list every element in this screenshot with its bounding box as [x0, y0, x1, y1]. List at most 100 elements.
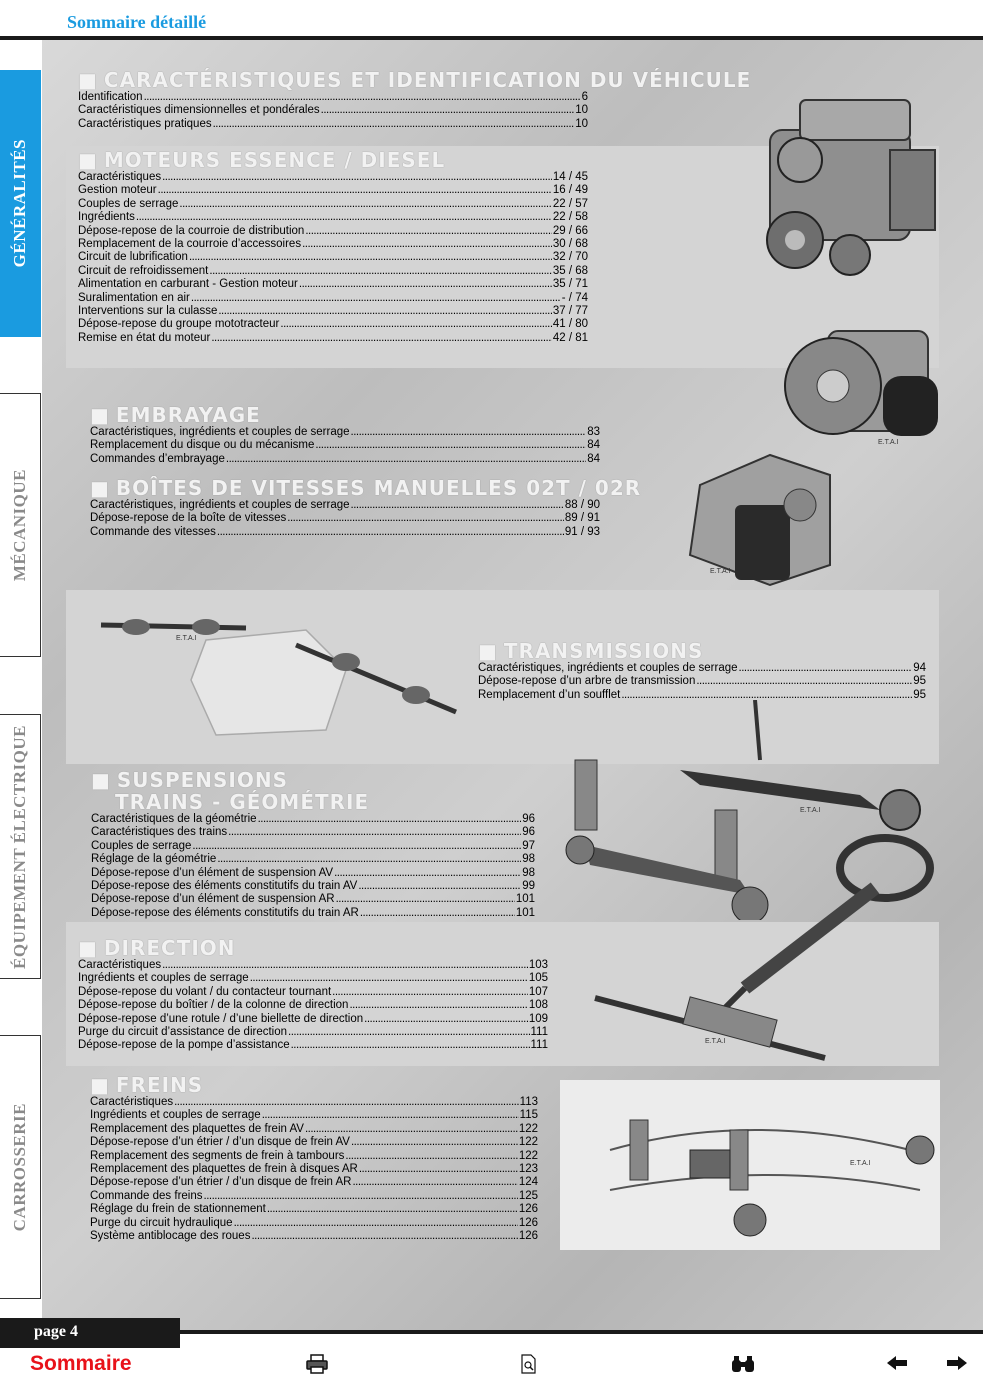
toc-item[interactable]: Caractéristiques103	[78, 959, 548, 972]
toc-list: Caractéristiques103 Ingrédients et coupl…	[78, 959, 548, 1053]
toc-item[interactable]: Dépose-repose d’un étrier / d’un disque …	[90, 1136, 538, 1149]
section-caracteristiques: ■CARACTÉRISTIQUES ET IDENTIFICATION DU V…	[78, 69, 750, 131]
page-number-box: page 4	[0, 1318, 180, 1348]
toc-item[interactable]: Dépose-repose d’un étrier / d’un disque …	[90, 1176, 538, 1189]
toc-item[interactable]: Caractéristiques113	[90, 1096, 538, 1109]
steering-illustration: E.T.A.I	[594, 834, 934, 1061]
toc-item[interactable]: Système antiblocage des roues126	[90, 1230, 538, 1243]
toc-item[interactable]: Dépose-repose d’un arbre de transmission…	[478, 675, 926, 688]
toc-item[interactable]: Réglage de la géométrie98	[91, 853, 535, 866]
toc-item[interactable]: Identification6	[78, 91, 588, 104]
toc-list: Caractéristiques14 / 45 Gestion moteur16…	[78, 171, 588, 345]
toc-item[interactable]: Dépose-repose du boîtier / de la colonne…	[78, 999, 548, 1012]
section-boites: ■BOÎTES DE VITESSES MANUELLES 02T / 02R …	[90, 477, 640, 539]
section-title: ■MOTEURS ESSENCE / DIESEL	[78, 148, 446, 172]
toc-item[interactable]: Commande des vitesses91 / 93	[90, 526, 600, 539]
toc-item[interactable]: Caractéristiques, ingrédients et couples…	[90, 426, 600, 439]
section-title: ■DIRECTION	[78, 936, 236, 960]
toc-item[interactable]: Caractéristiques pratiques10	[78, 118, 588, 131]
tab-carrosserie[interactable]: CARROSSERIE	[0, 1035, 41, 1299]
toc-item[interactable]: Circuit de lubrification32 / 70	[78, 251, 588, 264]
tab-mecanique[interactable]: MÉCANIQUE	[0, 393, 41, 657]
toc-item[interactable]: Réglage du frein de stationnement126	[90, 1203, 538, 1216]
arrow-right-icon[interactable]	[946, 1354, 968, 1372]
section-title: ■EMBRAYAGE	[90, 403, 261, 427]
toc-item[interactable]: Gestion moteur16 / 49	[78, 184, 588, 197]
section-title: ■TRANSMISSIONS	[478, 639, 704, 663]
toc-item[interactable]: Dépose-repose de la courroie de distribu…	[78, 225, 588, 238]
toc-item[interactable]: Caractéristiques, ingrédients et couples…	[90, 499, 600, 512]
etai-label: E.T.A.I	[800, 807, 821, 814]
section-embrayage: ■EMBRAYAGE Caractéristiques, ingrédients…	[90, 404, 600, 466]
tab-equipement-label: ÉQUIPEMENT ÉLECTRIQUE	[10, 724, 29, 969]
toc-item[interactable]: Dépose-repose de la pompe d’assistance11…	[78, 1039, 548, 1052]
toc-item[interactable]: Remplacement de la courroie d’accessoire…	[78, 238, 588, 251]
toc-list: Caractéristiques de la géométrie96 Carac…	[91, 813, 535, 920]
tab-equipement-electrique[interactable]: ÉQUIPEMENT ÉLECTRIQUE	[0, 714, 41, 979]
toc-item[interactable]: Purge du circuit d’assistance de directi…	[78, 1026, 548, 1039]
toc-item[interactable]: Remplacement d’un soufflet95	[478, 689, 926, 702]
toc-item[interactable]: Purge du circuit hydraulique126	[90, 1217, 538, 1230]
section-title: ■BOÎTES DE VITESSES MANUELLES 02T / 02R	[90, 476, 642, 500]
toc-item[interactable]: Remplacement du disque ou du mécanisme84	[90, 439, 600, 452]
toc-item[interactable]: Dépose-repose du volant / du contacteur …	[78, 986, 548, 999]
section-title: ■SUSPENSIONS	[91, 768, 289, 792]
section-suspensions: ■SUSPENSIONS TRAINS - GÉOMÉTRIE Caractér…	[91, 769, 535, 920]
toc-item[interactable]: Couples de serrage22 / 57	[78, 198, 588, 211]
bottom-divider	[0, 1330, 983, 1334]
toc-item[interactable]: Dépose-repose d’un élément de suspension…	[91, 893, 535, 906]
toc-item[interactable]: Remplacement des plaquettes de frein à d…	[90, 1163, 538, 1176]
toc-item[interactable]: Remise en état du moteur42 / 81	[78, 332, 588, 345]
tab-generalites[interactable]: GÉNÉRALITÉS	[0, 70, 41, 337]
section-subtitle: TRAINS - GÉOMÉTRIE	[115, 790, 370, 814]
toc-item[interactable]: Commande des freins125	[90, 1190, 538, 1203]
etai-label: E.T.A.I	[176, 635, 197, 642]
binoculars-icon[interactable]	[730, 1354, 756, 1374]
toc-item[interactable]: Dépose-repose du groupe mototracteur41 /…	[78, 318, 588, 331]
search-document-icon[interactable]	[520, 1354, 538, 1374]
suspension-illustration: E.T.A.I	[565, 700, 921, 920]
page-number: page 4	[34, 1323, 78, 1340]
clutch-illustration: E.T.A.I	[784, 330, 938, 446]
toc-item[interactable]: Caractéristiques14 / 45	[78, 171, 588, 184]
toc-item[interactable]: Caractéristiques dimensionnelles et pond…	[78, 104, 588, 117]
etai-label: E.T.A.I	[850, 1160, 871, 1167]
toc-list: Caractéristiques, ingrédients et couples…	[90, 426, 600, 466]
etai-label: E.T.A.I	[878, 439, 899, 446]
section-moteurs: ■MOTEURS ESSENCE / DIESEL Caractéristiqu…	[78, 149, 588, 345]
toc-item[interactable]: Suralimentation en air- / 74	[78, 292, 588, 305]
toc-item[interactable]: Dépose-repose d’un élément de suspension…	[91, 867, 535, 880]
toc-item[interactable]: Dépose-repose de la boîte de vitesses89 …	[90, 512, 600, 525]
toc-list: Caractéristiques, ingrédients et couples…	[90, 499, 600, 539]
toc-item[interactable]: Alimentation en carburant - Gestion mote…	[78, 278, 588, 291]
toc-list: Caractéristiques113 Ingrédients et coupl…	[90, 1096, 538, 1243]
toc-list: Identification6 Caractéristiques dimensi…	[78, 91, 588, 131]
section-freins: ■FREINS Caractéristiques113 Ingrédients …	[90, 1074, 538, 1243]
tab-generalites-label: GÉNÉRALITÉS	[10, 139, 29, 268]
toc-item[interactable]: Couples de serrage97	[91, 840, 535, 853]
brakes-illustration: E.T.A.I	[609, 1119, 935, 1237]
toc-item[interactable]: Caractéristiques de la géométrie96	[91, 813, 535, 826]
section-direction: ■DIRECTION Caractéristiques103 Ingrédien…	[78, 937, 548, 1053]
toc-item[interactable]: Interventions sur la culasse37 / 77	[78, 305, 588, 318]
toc-item[interactable]: Dépose-repose des éléments constitutifs …	[91, 880, 535, 893]
toc-item[interactable]: Ingrédients et couples de serrage105	[78, 972, 548, 985]
toc-item[interactable]: Remplacement des segments de frein à tam…	[90, 1150, 538, 1163]
etai-label: E.T.A.I	[710, 568, 731, 575]
sommaire-link[interactable]: Sommaire	[30, 1352, 132, 1375]
toc-item[interactable]: Remplacement des plaquettes de frein AV1…	[90, 1123, 538, 1136]
printer-icon[interactable]	[306, 1354, 328, 1374]
toc-item[interactable]: Ingrédients et couples de serrage115	[90, 1109, 538, 1122]
toc-item[interactable]: Caractéristiques des trains96	[91, 826, 535, 839]
toc-item[interactable]: Dépose-repose des éléments constitutifs …	[91, 907, 535, 920]
toc-item[interactable]: Dépose-repose d’une rotule / d’une biell…	[78, 1013, 548, 1026]
toc-item[interactable]: Commandes d’embrayage84	[90, 453, 600, 466]
arrow-left-icon[interactable]	[886, 1354, 908, 1372]
driveshaft-illustration: E.T.A.I	[100, 619, 457, 736]
toc-list: Caractéristiques, ingrédients et couples…	[478, 662, 926, 702]
toc-item[interactable]: Caractéristiques, ingrédients et couples…	[478, 662, 926, 675]
toc-item[interactable]: Circuit de refroidissement35 / 68	[78, 265, 588, 278]
engine-illustration	[766, 99, 936, 276]
toc-item[interactable]: Ingrédients22 / 58	[78, 211, 588, 224]
etai-label: E.T.A.I	[705, 1038, 726, 1045]
